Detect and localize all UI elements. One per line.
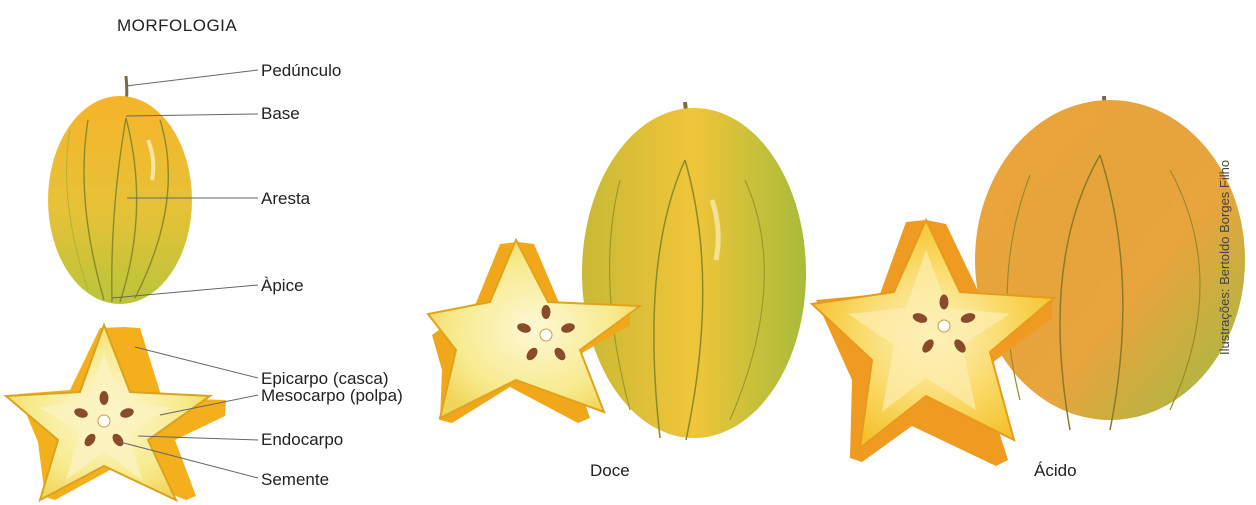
whole-starfruit-morphology	[48, 76, 192, 304]
caption-sour: Ácido	[1034, 461, 1077, 481]
sweet-starfruit	[428, 102, 806, 440]
sour-starfruit	[812, 96, 1245, 466]
page-title: MORFOLOGIA	[117, 16, 237, 36]
label-mesocarp: Mesocarpo (polpa)	[261, 386, 403, 406]
label-ridge: Aresta	[261, 189, 310, 209]
label-seed: Semente	[261, 470, 329, 490]
illustration-credit: Ilustrações: Bertoldo Borges Filho	[1217, 160, 1232, 355]
starfruit-cross-section	[6, 325, 226, 500]
label-peduncle: Pedúnculo	[261, 61, 341, 81]
label-base: Base	[261, 104, 300, 124]
caption-sweet: Doce	[590, 461, 630, 481]
label-endocarp: Endocarpo	[261, 430, 343, 450]
label-apex: Àpice	[261, 276, 304, 296]
